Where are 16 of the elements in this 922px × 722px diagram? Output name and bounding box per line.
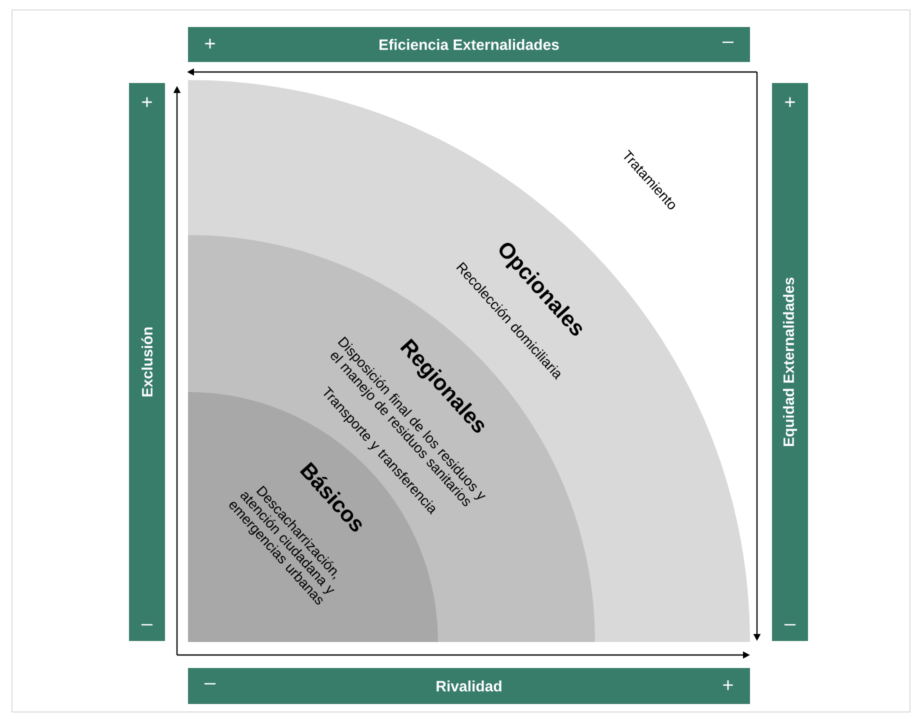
axis-bar [188,26,750,62]
sign: – [204,683,216,684]
axis-title: Equidad Externalidades [783,278,797,446]
sign: + [205,38,215,48]
sign: + [785,97,795,107]
axis-bar [188,668,750,704]
sign: – [784,624,796,626]
sign: + [723,680,733,690]
axis-bar [772,83,808,641]
sign: + [142,97,152,107]
sign: – [722,42,734,43]
axis-title: Rivalidad [436,680,502,692]
axis-title: Exclusión [141,327,153,396]
axis-bar [129,83,165,641]
sign: – [141,624,153,626]
axis-title: Eficiencia Externalidades [380,38,559,50]
